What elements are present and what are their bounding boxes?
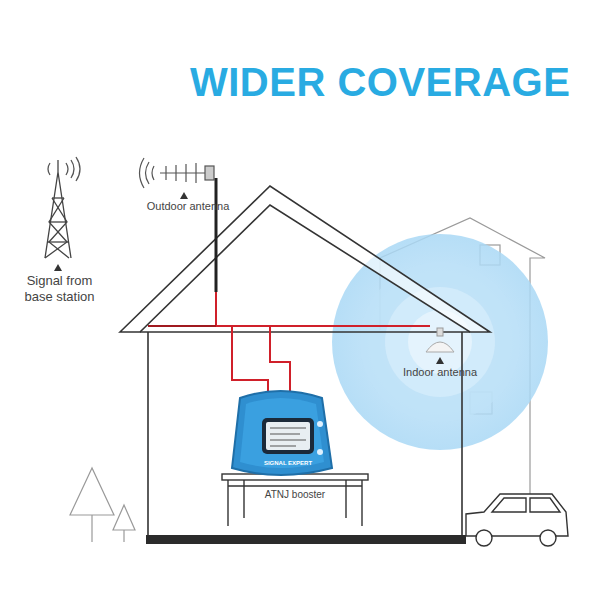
trees bbox=[70, 468, 135, 542]
car bbox=[466, 494, 568, 546]
outdoor-antenna bbox=[140, 158, 215, 199]
indoor-antenna bbox=[426, 328, 454, 364]
coverage-waves bbox=[332, 234, 548, 450]
antenna-label: Indoor antenna bbox=[395, 366, 485, 379]
coax-cable bbox=[148, 292, 430, 392]
antenna-label: Outdoor antenna bbox=[138, 200, 238, 213]
station-label: Signal from base station bbox=[12, 273, 107, 304]
table bbox=[222, 474, 368, 526]
tower bbox=[45, 157, 80, 271]
floor bbox=[146, 535, 466, 544]
booster-device bbox=[232, 391, 332, 475]
antenna-mast bbox=[215, 178, 218, 292]
booster-label: ATNJ booster bbox=[250, 489, 340, 501]
title: WIDER COVERAGE bbox=[190, 58, 570, 106]
house-outline bbox=[120, 186, 490, 540]
device-brand: SIGNAL EXPERT bbox=[246, 460, 330, 467]
